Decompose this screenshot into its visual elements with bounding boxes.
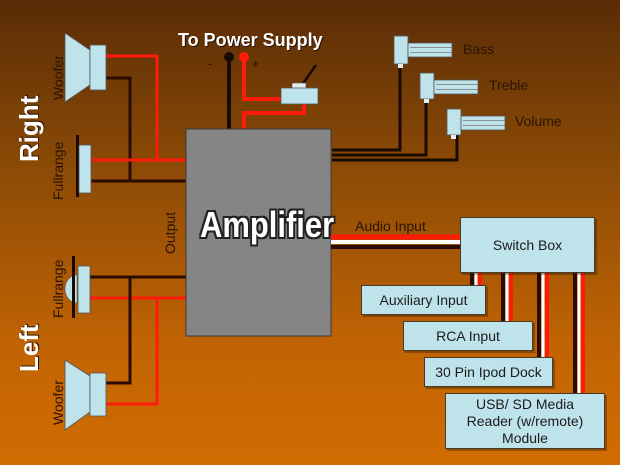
audio-input-label: Audio Input (355, 218, 426, 234)
pot-bass (393, 35, 453, 68)
power-switch-lever (300, 64, 318, 86)
power-switch-body (280, 87, 319, 105)
power-wiring (224, 52, 319, 130)
positive-terminal-label: + (252, 56, 260, 71)
control-label-treble: Treble (489, 77, 529, 93)
source-label: USB/ SD Media Reader (w/remote) Module (466, 395, 584, 446)
usb-cable (573, 272, 585, 394)
source-label: 30 Pin Ipod Dock (435, 363, 542, 380)
left-woofer-label: Woofer (50, 380, 66, 425)
negative-terminal-label: - (208, 56, 213, 71)
right-woofer-label: Woofer (50, 55, 66, 100)
pot-treble (419, 72, 479, 103)
left-speaker-wiring (90, 275, 186, 406)
output-label: Output (162, 211, 178, 254)
right-speaker-wiring (90, 54, 186, 183)
source-usb-sd-media-reader: USB/ SD Media Reader (w/remote) Module (445, 393, 605, 449)
rca-cable (501, 272, 513, 324)
amplifier-label: Amplifier (200, 204, 335, 245)
source-auxiliary-input: Auxiliary Input (361, 285, 486, 315)
right-fullrange (76, 135, 92, 197)
power-supply-title: To Power Supply (178, 30, 323, 50)
source-rca-input: RCA Input (403, 321, 533, 351)
left-fullrange (64, 256, 91, 318)
source-label: Auxiliary Input (379, 291, 468, 308)
source-label: RCA Input (436, 327, 500, 344)
right-woofer (64, 32, 107, 103)
switch-to-amp-wire (242, 104, 306, 130)
negative-terminal (224, 52, 234, 62)
audio-input-cable (331, 234, 460, 249)
ipod-cable (537, 272, 549, 360)
amplifier-box (185, 128, 332, 337)
left-channel-label: Left (14, 324, 44, 372)
positive-power-wire (242, 57, 283, 101)
left-woofer (64, 359, 107, 431)
right-fullrange-label: Fullrange (50, 141, 66, 200)
left-fullrange-label: Fullrange (50, 259, 66, 318)
control-wiring (332, 66, 459, 162)
control-label-volume: Volume (515, 113, 562, 129)
right-channel-label: Right (14, 95, 44, 162)
source-30-pin-ipod-dock: 30 Pin Ipod Dock (424, 357, 553, 387)
pot-volume (446, 108, 506, 139)
switch-box: Switch Box (460, 217, 595, 273)
control-label-bass: Bass (463, 41, 495, 57)
source-cables (470, 272, 585, 394)
positive-terminal (239, 52, 249, 62)
switch-box-label: Switch Box (492, 236, 563, 253)
